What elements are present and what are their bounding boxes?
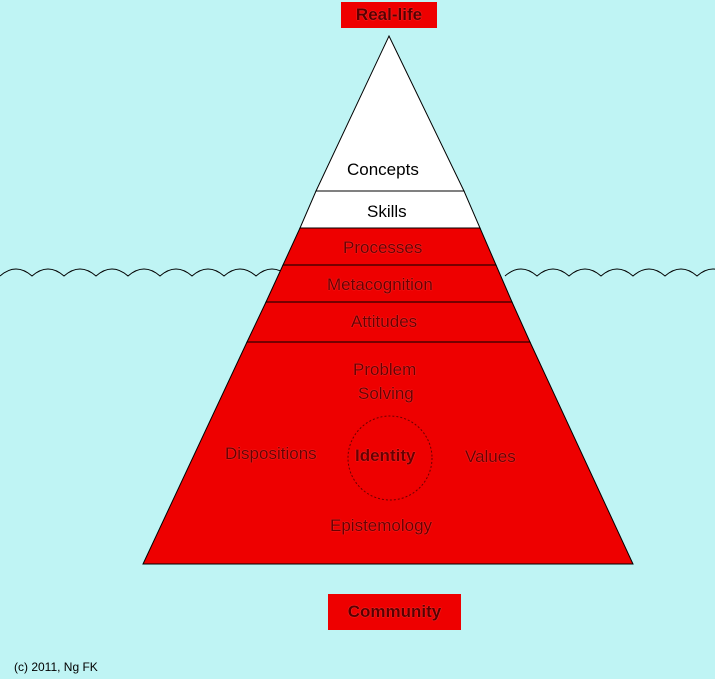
label-epistemology: Epistemology (330, 516, 433, 535)
label-metacognition: Metacognition (327, 275, 433, 294)
layer-base (142, 341, 634, 565)
identity-circle (347, 415, 433, 501)
waterline-left (0, 268, 289, 277)
label-identity: Identity (355, 446, 416, 465)
label-problem: Problem (353, 360, 417, 379)
label-skills: Skills (367, 202, 407, 221)
label-solving: Solving (358, 384, 414, 403)
real-life-box: Real-life (341, 2, 437, 28)
label-concepts: Concepts (347, 160, 419, 179)
label-attitudes: Attitudes (351, 312, 418, 331)
label-dispositions: Dispositions (225, 444, 317, 463)
community-box: Community (328, 594, 461, 630)
label-processes: Processes (343, 238, 423, 257)
waterline-right (504, 268, 715, 277)
copyright-text: (c) 2011, Ng FK (14, 660, 98, 674)
label-values: Values (465, 447, 516, 466)
